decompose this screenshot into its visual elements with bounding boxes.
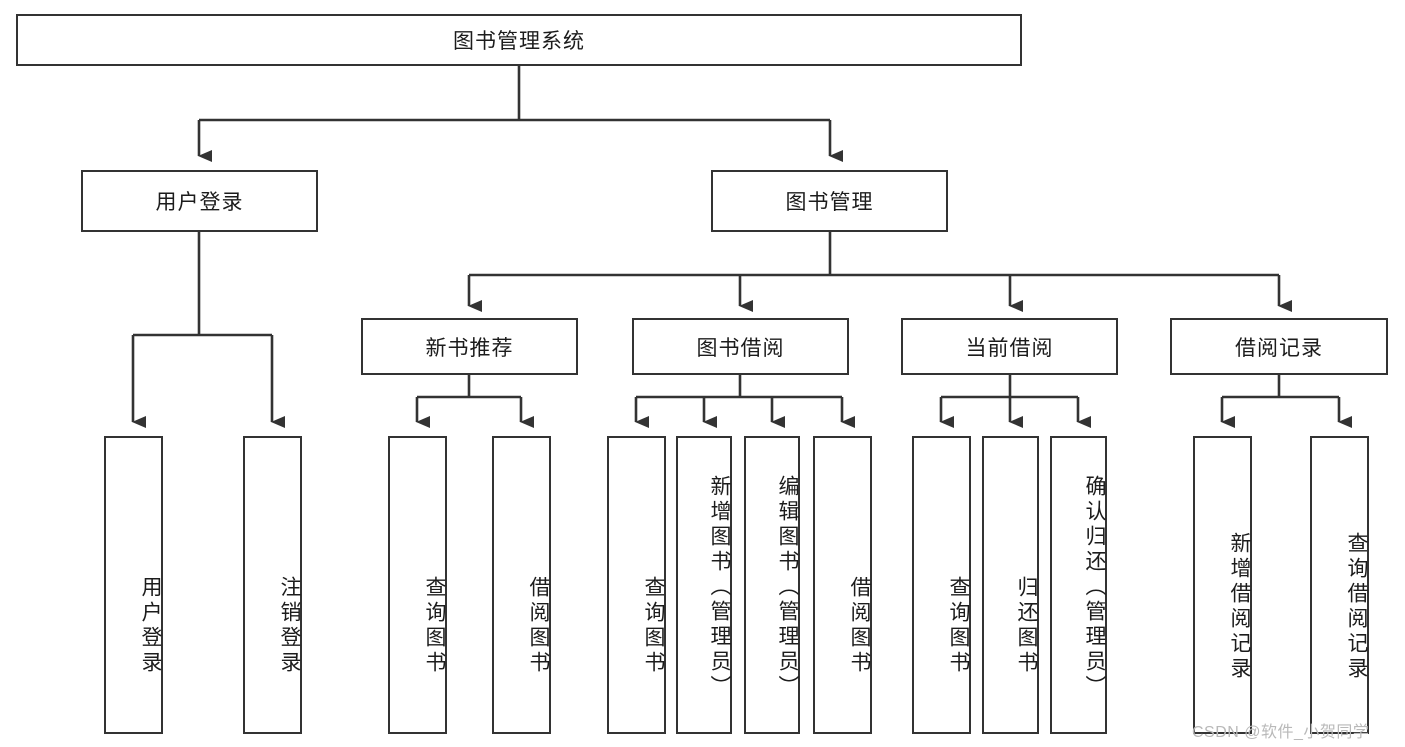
leaf-current-borrow-query-book[interactable]: 查询图书 (912, 436, 971, 734)
node-label: 借阅图书 (527, 576, 550, 676)
leaf-book-borrow-edit-book-admin[interactable]: 编辑图书（管理员） (744, 436, 800, 734)
node-label: 新增图书（管理员） (708, 474, 731, 700)
node-root-system[interactable]: 图书管理系统 (16, 14, 1022, 66)
node-label: 借阅图书 (848, 576, 871, 676)
leaf-book-borrow-query-book[interactable]: 查询图书 (607, 436, 666, 734)
node-label: 图书管理 (785, 191, 874, 214)
leaf-user-login-login[interactable]: 用户登录 (104, 436, 163, 734)
node-book-borrow[interactable]: 图书借阅 (632, 318, 849, 375)
node-label: 查询借阅记录 (1345, 532, 1368, 682)
node-label: 新书推荐 (425, 336, 514, 360)
node-label: 图书借阅 (696, 336, 785, 360)
leaf-borrow-record-query-record[interactable]: 查询借阅记录 (1310, 436, 1369, 734)
leaf-new-book-borrow-book[interactable]: 借阅图书 (492, 436, 551, 734)
node-current-borrow[interactable]: 当前借阅 (901, 318, 1118, 375)
node-borrow-record[interactable]: 借阅记录 (1170, 318, 1388, 375)
leaf-book-borrow-add-book-admin[interactable]: 新增图书（管理员） (676, 436, 732, 734)
node-label: 查询图书 (947, 576, 970, 676)
node-label: 用户登录 (155, 191, 244, 214)
node-label: 查询图书 (423, 576, 446, 676)
node-label: 查询图书 (642, 576, 665, 676)
node-label: 注销登录 (278, 576, 301, 676)
csdn-watermark: CSDN @软件_小贺同学 (1192, 724, 1370, 741)
node-label: 确认归还（管理员） (1083, 474, 1106, 700)
node-label: 图书管理系统 (453, 30, 585, 53)
leaf-new-book-query-book[interactable]: 查询图书 (388, 436, 447, 734)
node-label: 用户登录 (139, 576, 162, 676)
leaf-user-login-logout[interactable]: 注销登录 (243, 436, 302, 734)
leaf-current-borrow-return-book[interactable]: 归还图书 (982, 436, 1039, 734)
node-user-login[interactable]: 用户登录 (81, 170, 318, 232)
node-book-management[interactable]: 图书管理 (711, 170, 948, 232)
node-label: 借阅记录 (1235, 336, 1323, 360)
leaf-book-borrow-borrow-book[interactable]: 借阅图书 (813, 436, 872, 734)
node-label: 新增借阅记录 (1228, 532, 1251, 682)
node-label: 归还图书 (1015, 576, 1038, 676)
leaf-current-borrow-confirm-return-admin[interactable]: 确认归还（管理员） (1050, 436, 1107, 734)
leaf-borrow-record-add-record[interactable]: 新增借阅记录 (1193, 436, 1252, 734)
node-new-book-recommend[interactable]: 新书推荐 (361, 318, 578, 375)
node-label: 当前借阅 (965, 336, 1054, 360)
node-label: 编辑图书（管理员） (776, 474, 799, 700)
